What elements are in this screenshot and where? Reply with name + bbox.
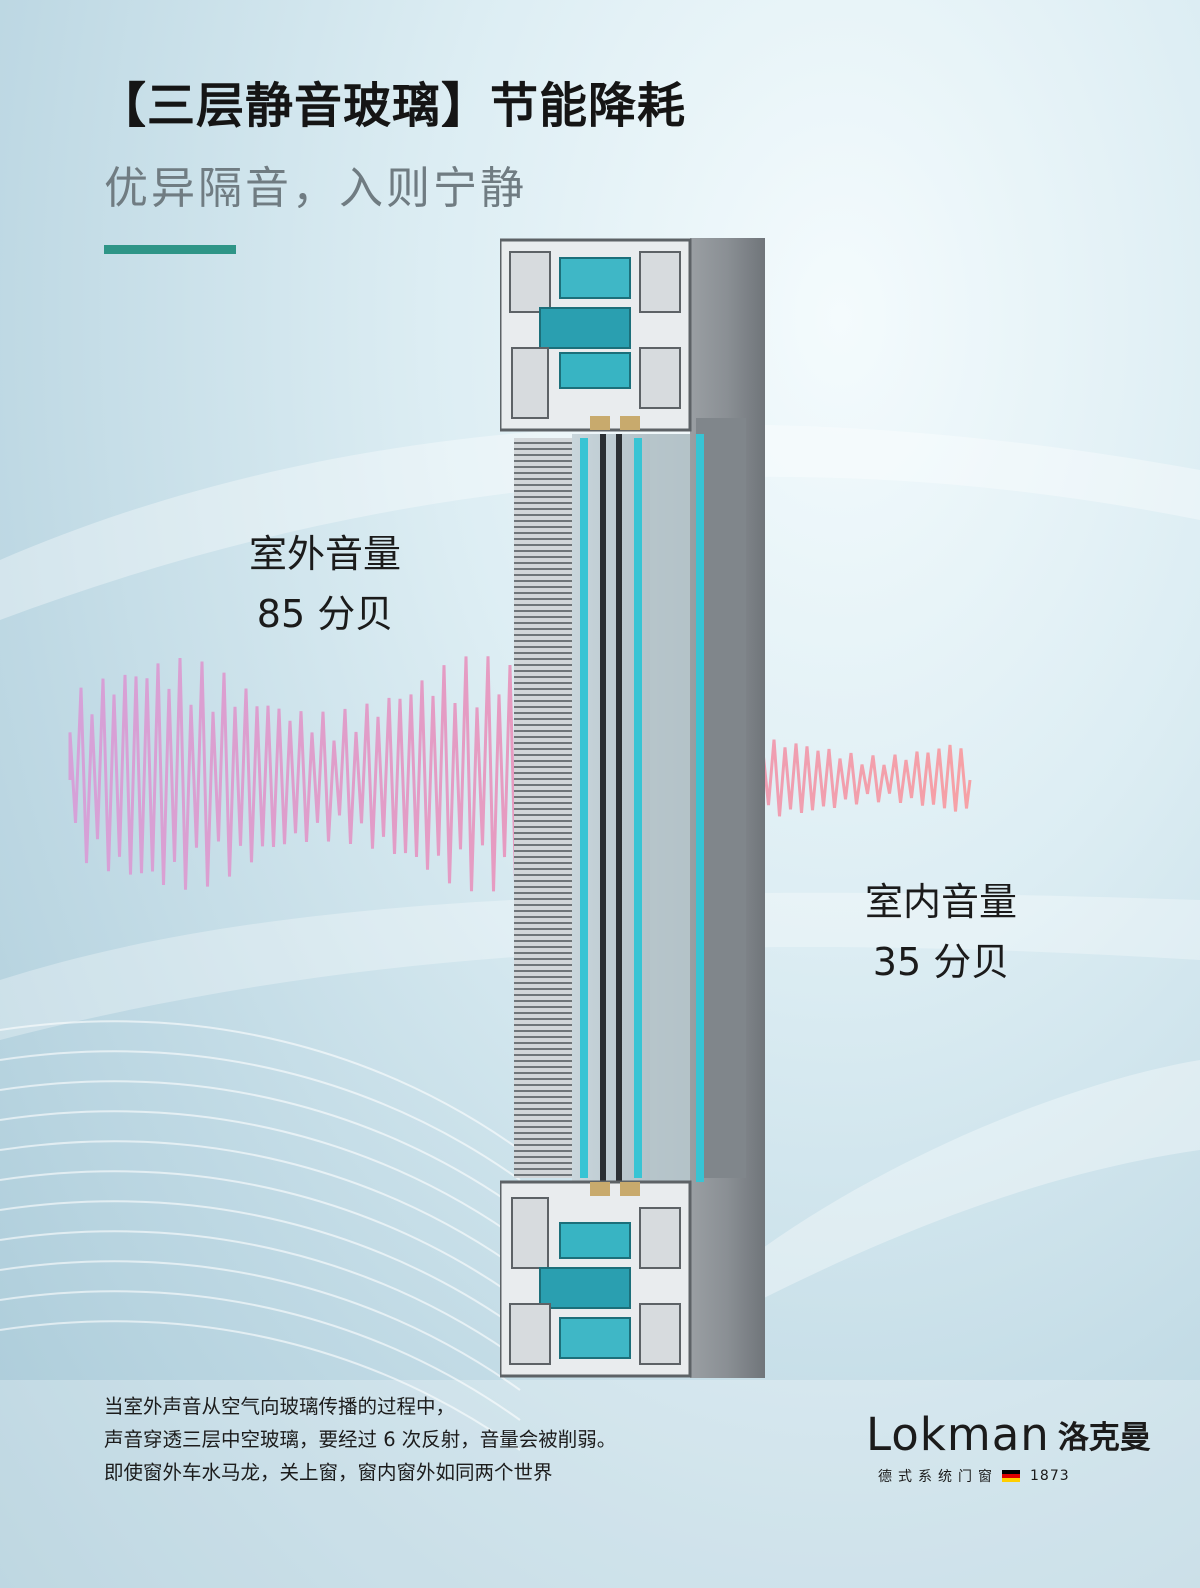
indoor-volume: 室内音量 35 分贝 [836,872,1046,992]
outdoor-volume-label: 室外音量 [248,532,401,576]
accent-divider [104,245,236,254]
brand-logo: Lokman 洛克曼 德式系统门窗 1873 [866,1410,1156,1486]
brand-name-cn: 洛克曼 [1057,1420,1151,1456]
description-line: 即使窗外车水马龙，关上窗，窗内窗外如同两个世界 [104,1461,553,1484]
page-title: 【三层静音玻璃】节能降耗 [98,78,687,134]
indoor-volume-label: 室内音量 [864,880,1017,924]
page-subtitle: 优异隔音，入则宁静 [104,163,527,214]
brand-name-en: Lokman [866,1408,1050,1461]
window-profile [500,238,765,1378]
description: 当室外声音从空气向玻璃传播的过程中， 声音穿透三层中空玻璃，要经过 6 次反射，… [104,1390,616,1489]
indoor-volume-value: 35 分贝 [872,940,1010,984]
brand-tagline: 德式系统门窗 [878,1469,998,1485]
outdoor-volume-value: 85 分贝 [256,592,394,636]
description-line: 当室外声音从空气向玻璃传播的过程中， [104,1395,456,1418]
german-flag-icon [1002,1470,1020,1482]
brand-year: 1873 [1030,1468,1070,1484]
outdoor-volume: 室外音量 85 分贝 [220,524,430,644]
description-line: 声音穿透三层中空玻璃，要经过 6 次反射，音量会被削弱。 [104,1428,617,1451]
